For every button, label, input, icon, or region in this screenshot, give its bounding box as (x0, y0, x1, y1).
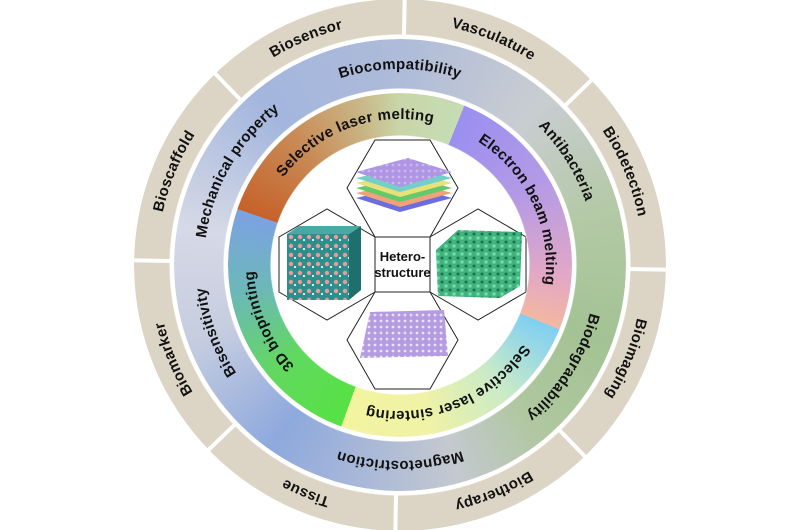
application-label: Bioscaffold (150, 128, 198, 214)
layered-sheets-image (356, 158, 452, 212)
application-label: Biotherapy (453, 468, 536, 515)
foam-image (436, 230, 522, 298)
outer-ring-divider (204, 422, 237, 454)
property-label: Bisensitivity (192, 286, 240, 380)
application-label: Vasculature (450, 15, 538, 64)
application-label: Bioimaging (602, 317, 650, 403)
center-label-line1: Hetero- (380, 249, 426, 264)
hexagon-porous-cube (278, 208, 376, 321)
application-label: Biodetection (599, 123, 651, 218)
hexagon-cluster: Hetero- structure (278, 139, 527, 390)
center-label-line2: structure (374, 265, 430, 280)
property-label: Antibacteria (535, 117, 598, 204)
outer-ring-divider (628, 266, 670, 272)
outer-ring-divider (557, 428, 589, 461)
property-label: Mechanical property (193, 100, 283, 239)
outer-ring-divider (130, 258, 172, 264)
outer-ring-divider (401, 0, 407, 37)
application-label: Biosensor (267, 16, 344, 61)
property-label: Biodegradability (523, 312, 602, 425)
outer-ring-divider (563, 76, 596, 108)
hexagon-mesh-structure (346, 291, 459, 390)
outer-ring-divider (393, 493, 399, 530)
porous-cube-image (287, 234, 349, 300)
mesh-image (360, 310, 448, 358)
center-square (374, 236, 431, 293)
application-label: Biomarker (151, 321, 196, 399)
property-label: Magnetostriction (334, 447, 465, 474)
application-label: Tissue (279, 475, 331, 510)
property-label: Biocompatibility (337, 56, 464, 82)
hexagon-foam-structure (429, 208, 527, 321)
outer-ring-divider (211, 69, 243, 102)
outer-ring-dividers (130, 0, 670, 530)
hexagon-layered-structure (346, 139, 459, 238)
